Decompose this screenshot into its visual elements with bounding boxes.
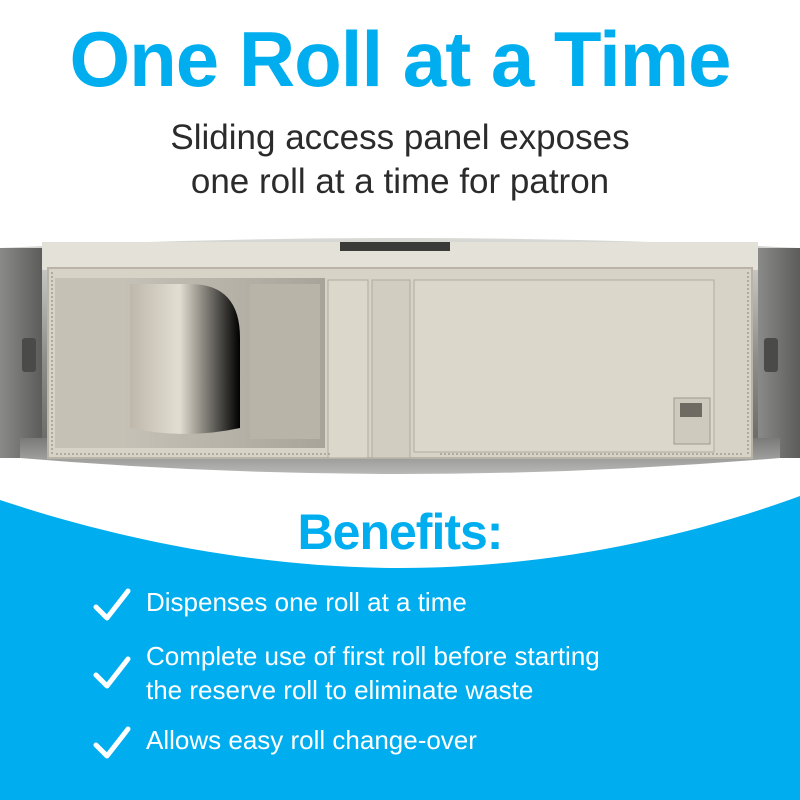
- benefit-line: the reserve roll to eliminate waste: [146, 675, 534, 705]
- benefit-item: Allows easy roll change-over: [92, 723, 732, 761]
- benefit-text: Allows easy roll change-over: [146, 723, 477, 757]
- benefits-heading: Benefits:: [297, 504, 504, 560]
- benefit-item: Complete use of first roll before starti…: [92, 639, 732, 707]
- subtitle-line-2: one roll at a time for patron: [190, 162, 610, 201]
- benefit-text: Complete use of first roll before starti…: [146, 639, 600, 707]
- benefit-line: Allows easy roll change-over: [146, 725, 477, 755]
- product-image: [0, 238, 800, 474]
- benefit-line: Dispenses one roll at a time: [146, 587, 467, 617]
- blue-wave-background: [0, 496, 800, 800]
- page-title: One Roll at a Time: [69, 15, 731, 103]
- benefits-list: Dispenses one roll at a time Complete us…: [92, 585, 732, 777]
- subtitle: Sliding access panel exposes one roll at…: [0, 116, 800, 204]
- checkmark-icon: [93, 588, 131, 621]
- benefit-text: Dispenses one roll at a time: [146, 585, 467, 619]
- subtitle-line-1: Sliding access panel exposes: [170, 118, 630, 157]
- benefit-line: Complete use of first roll before starti…: [146, 641, 600, 671]
- checkmark-icon: [93, 656, 131, 689]
- benefit-item: Dispenses one roll at a time: [92, 585, 732, 623]
- checkmark-icon: [93, 726, 131, 759]
